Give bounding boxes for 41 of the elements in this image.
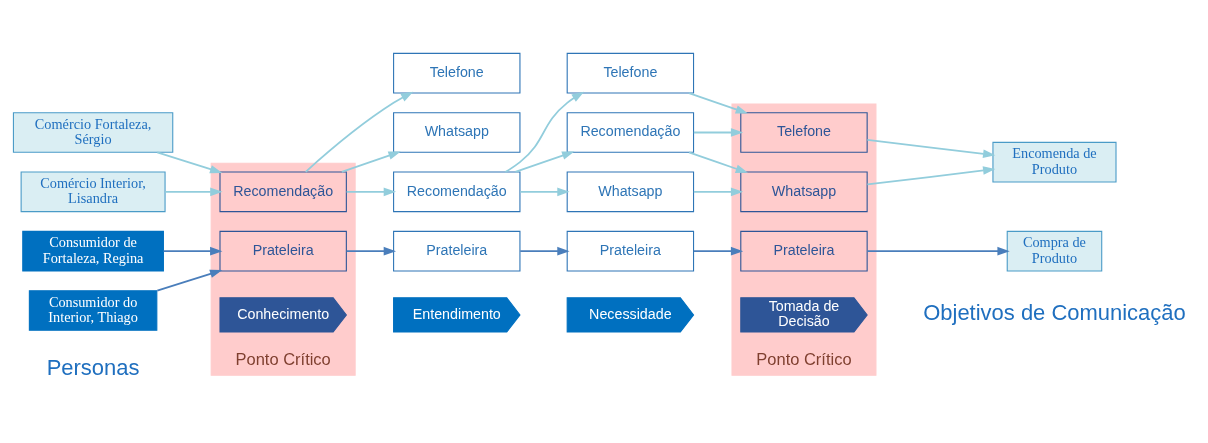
node-box: Compra de Produto — [1006, 230, 1103, 272]
node-box: Whatsapp — [566, 171, 695, 213]
arrow — [866, 166, 996, 186]
node-box: Encomenda de Produto — [992, 141, 1117, 183]
arrow — [514, 151, 575, 173]
node-box: Whatsapp — [393, 112, 521, 153]
arrow — [162, 246, 223, 256]
arrow — [156, 269, 223, 292]
node-box: Recomendação — [219, 171, 347, 213]
arrow — [504, 91, 585, 173]
arrow — [692, 128, 744, 137]
arrow — [866, 139, 996, 159]
label: Objetivos de Comunicação — [923, 300, 1186, 326]
node-box: Prateleira — [566, 230, 695, 272]
arrow — [688, 151, 748, 173]
node-box: Recomendação — [566, 112, 695, 153]
node-box: Consumidor de Fortaleza, Regina — [22, 230, 164, 272]
arrow — [866, 246, 1010, 256]
arrow — [304, 91, 414, 173]
node-box: Consumidor do Interior, Thiago — [28, 290, 158, 331]
arrow — [688, 92, 748, 114]
node-box: Prateleira — [740, 230, 868, 272]
arrow — [692, 187, 744, 197]
node-box: Telefone — [393, 52, 521, 94]
node-box: Comércio Interior, Lisandra — [20, 171, 166, 213]
arrow — [345, 187, 396, 197]
arrow — [340, 151, 401, 173]
node-box: Comércio Fortaleza, Sérgio — [12, 112, 174, 153]
node-box: Telefone — [566, 52, 695, 94]
node-box: Telefone — [740, 112, 868, 153]
node-box: Prateleira — [393, 230, 521, 272]
node-box: Recomendação — [393, 171, 521, 213]
arrow — [692, 246, 744, 256]
arrow — [156, 151, 223, 174]
arrow — [519, 246, 570, 256]
node-box: Whatsapp — [740, 171, 868, 213]
node-box: Prateleira — [219, 230, 347, 272]
label: Personas — [46, 355, 140, 381]
arrow — [519, 187, 570, 197]
arrow — [164, 187, 223, 197]
arrow — [345, 246, 396, 256]
